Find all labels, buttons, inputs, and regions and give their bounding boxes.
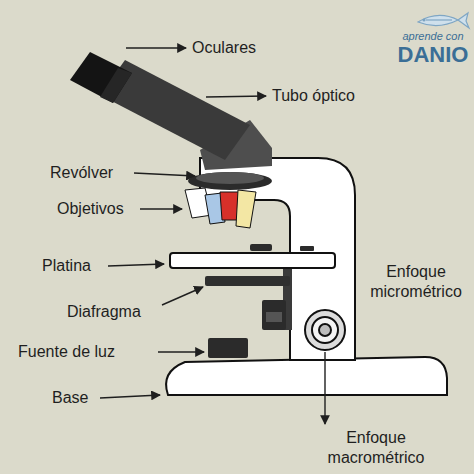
part-label: Oculares: [192, 38, 256, 58]
stage: [300, 246, 314, 251]
objectives: [236, 190, 256, 228]
leader-lines: [100, 395, 160, 398]
stage-mount: [262, 300, 286, 330]
revolver: [196, 172, 264, 184]
part-label: Enfoque micrométrico: [360, 262, 472, 302]
leader-lines: [206, 96, 266, 97]
objectives: [185, 188, 256, 228]
microscope-base: [166, 357, 447, 395]
leader-lines: [158, 351, 204, 352]
fish-logo: [418, 15, 458, 25]
fish-logo: [426, 19, 452, 20]
part-label: Enfoque macrométrico: [300, 428, 452, 468]
leader-lines: [100, 48, 325, 424]
leader-lines: [126, 47, 186, 48]
stage: [170, 253, 335, 268]
leader-lines: [134, 173, 195, 176]
stage: [250, 244, 272, 251]
fish-logo: [458, 13, 469, 28]
microscope-base: [166, 357, 447, 395]
leader-lines: [108, 264, 164, 266]
diaphragm: [205, 276, 290, 286]
fish-logo: [423, 19, 425, 21]
leader-lines: [140, 208, 182, 209]
part-label: Revólver: [50, 163, 113, 183]
stage-mount: [266, 312, 282, 322]
watermark: aprende con: [396, 30, 470, 43]
focus-knob: [319, 324, 331, 336]
focus-knob: [305, 310, 345, 350]
optical-head: [70, 52, 132, 103]
leader-lines: [324, 352, 325, 424]
leader-lines: [162, 287, 203, 305]
optical-head: [100, 60, 250, 160]
stage: [170, 244, 335, 268]
fish-logo: [418, 13, 469, 28]
diaphragm: [205, 276, 290, 286]
revolver: [188, 172, 272, 190]
part-label: Platina: [42, 256, 91, 276]
part-label: Fuente de luz: [18, 342, 115, 362]
light-source: [208, 338, 248, 358]
focus-knob: [305, 310, 345, 350]
part-label: Objetivos: [57, 199, 124, 219]
part-label: Diafragma: [67, 302, 141, 322]
optical-head: [100, 68, 132, 103]
part-label: Tubo óptico: [272, 86, 355, 106]
watermark: DANIO: [396, 42, 470, 68]
part-label: Base: [52, 388, 88, 408]
focus-knob: [312, 317, 338, 343]
light-source: [208, 338, 248, 358]
optical-head: [70, 52, 272, 170]
revolver: [188, 172, 272, 190]
